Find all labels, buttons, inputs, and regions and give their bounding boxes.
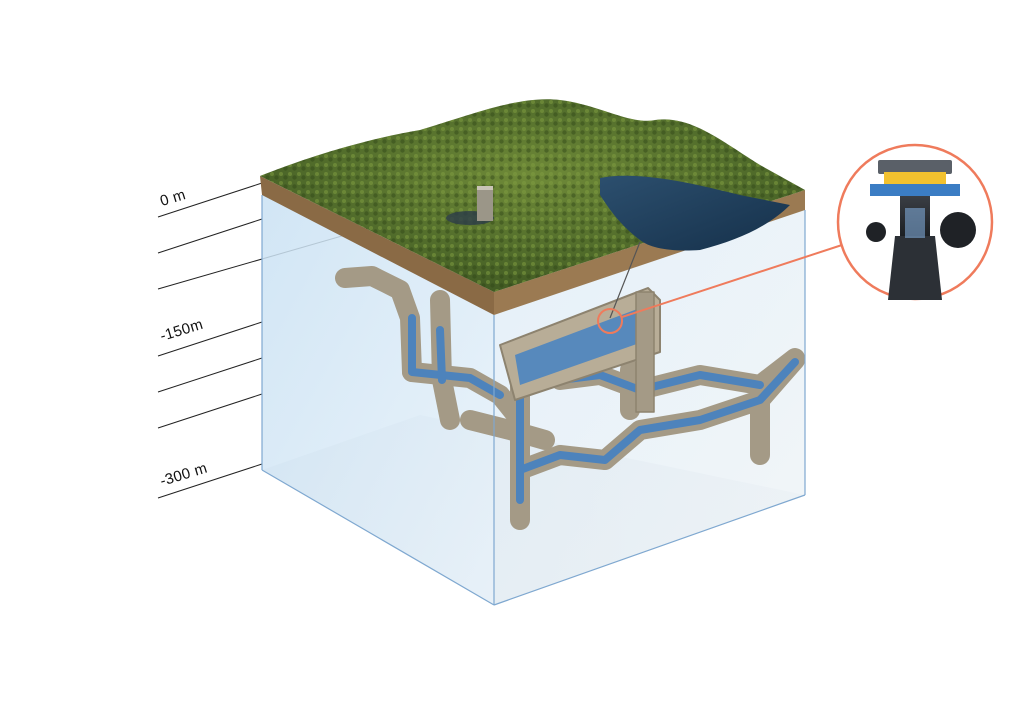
depth-line-4 bbox=[157, 357, 263, 393]
turbine-generator-icon bbox=[866, 160, 976, 300]
depth-line-3 bbox=[157, 321, 263, 357]
depth-line-5 bbox=[157, 393, 263, 429]
tunnel-network bbox=[335, 266, 805, 530]
intake-line bbox=[609, 241, 641, 319]
depth-line-0 bbox=[157, 182, 263, 218]
powerhouse-water bbox=[515, 305, 648, 385]
powerhouse-pillar bbox=[635, 291, 655, 413]
upper-reservoir-lake bbox=[600, 175, 790, 251]
forest-texture bbox=[260, 99, 805, 292]
shaft-tower-icon bbox=[446, 186, 494, 225]
depth-line-1 bbox=[157, 218, 263, 254]
block-left-face bbox=[262, 185, 494, 605]
tunnel-connector bbox=[460, 410, 555, 450]
depth-line-6 bbox=[157, 463, 263, 499]
soil-edge-left bbox=[260, 176, 494, 315]
turbine-callout bbox=[597, 143, 994, 334]
